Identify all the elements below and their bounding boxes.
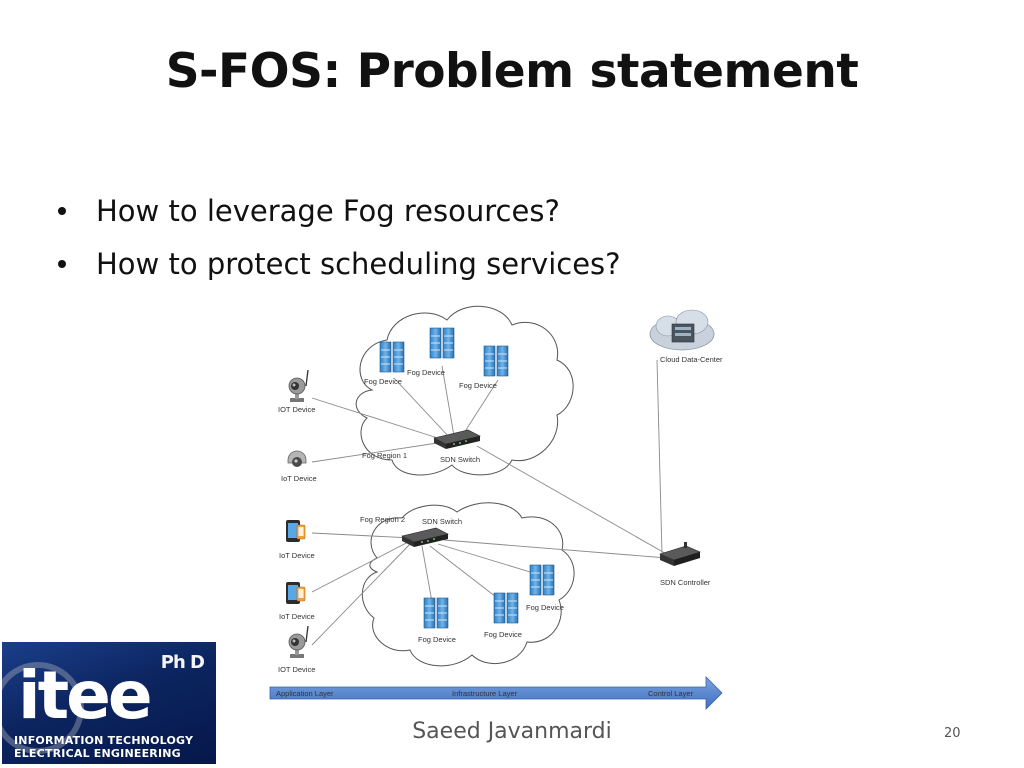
- iot-camera-icon: [288, 625, 309, 659]
- fog-network-diagram: Cloud Data-Center Fog Device Fog Device …: [269, 305, 723, 710]
- iot-device-label: IoT Device: [279, 551, 315, 560]
- bullet-text: How to leverage Fog resources?: [96, 193, 560, 228]
- iot-device-label: IoT Device: [281, 474, 317, 483]
- iot-device-label: IOT Device: [278, 665, 315, 674]
- cloud-data-center-icon: [649, 309, 715, 351]
- fog-region-2-cloud: [361, 502, 575, 667]
- fog-device-label: Fog Device: [459, 381, 497, 390]
- iot-camera-icon: [288, 369, 309, 403]
- logo-brand-text: itee: [18, 657, 153, 734]
- author-name: Saeed Javanmardi: [412, 719, 612, 744]
- fog-region-label: Fog Region 2: [360, 515, 405, 524]
- logo-line-1: INFORMATION TECHNOLOGY: [14, 734, 194, 747]
- fog-device-label: Fog Device: [526, 603, 564, 612]
- bullet-item: How to protect scheduling services?: [58, 237, 621, 290]
- iot-tablet-icon: [285, 581, 306, 605]
- cloud-data-center-label: Cloud Data-Center: [660, 355, 723, 364]
- bullet-item: How to leverage Fog resources?: [58, 184, 621, 237]
- infrastructure-layer-label: Infrastructure Layer: [452, 689, 518, 698]
- fog-region-1-cloud: [355, 305, 574, 476]
- logo-phd-text: Ph D: [160, 652, 205, 673]
- application-layer-label: Application Layer: [276, 689, 334, 698]
- layer-arrow: [269, 676, 723, 710]
- iot-tablet-icon: [285, 519, 306, 543]
- iot-device-label: IOT Device: [278, 405, 315, 414]
- bullet-dot-icon: [58, 259, 66, 268]
- logo-line-2: ELECTRICAL ENGINEERING: [14, 747, 181, 760]
- sdn-switch-label: SDN Switch: [440, 455, 480, 464]
- bullet-list: How to leverage Fog resources? How to pr…: [58, 184, 621, 290]
- slide-title: S-FOS: Problem statement: [165, 44, 859, 99]
- sdn-controller-label: SDN Controller: [660, 578, 711, 587]
- fog-device-label: Fog Device: [407, 368, 445, 377]
- fog-device-label: Fog Device: [364, 377, 402, 386]
- control-layer-label: Control Layer: [648, 689, 694, 698]
- slide-number: 20: [944, 726, 961, 741]
- iot-dome-camera-icon: [287, 450, 307, 468]
- fog-region-label: Fog Region 1: [362, 451, 407, 460]
- itee-logo: Ph D itee INFORMATION TECHNOLOGY ELECTRI…: [2, 642, 216, 764]
- iot-device-label: IoT Device: [279, 612, 315, 621]
- sdn-switch-label: SDN Switch: [422, 517, 462, 526]
- connection-lines: [311, 359, 671, 646]
- bullet-text: How to protect scheduling services?: [96, 246, 621, 281]
- fog-device-label: Fog Device: [418, 635, 456, 644]
- logo-swirl-icon: [2, 662, 84, 754]
- fog-device-label: Fog Device: [484, 630, 522, 639]
- sdn-controller-icon: [659, 542, 701, 566]
- bullet-dot-icon: [58, 206, 66, 215]
